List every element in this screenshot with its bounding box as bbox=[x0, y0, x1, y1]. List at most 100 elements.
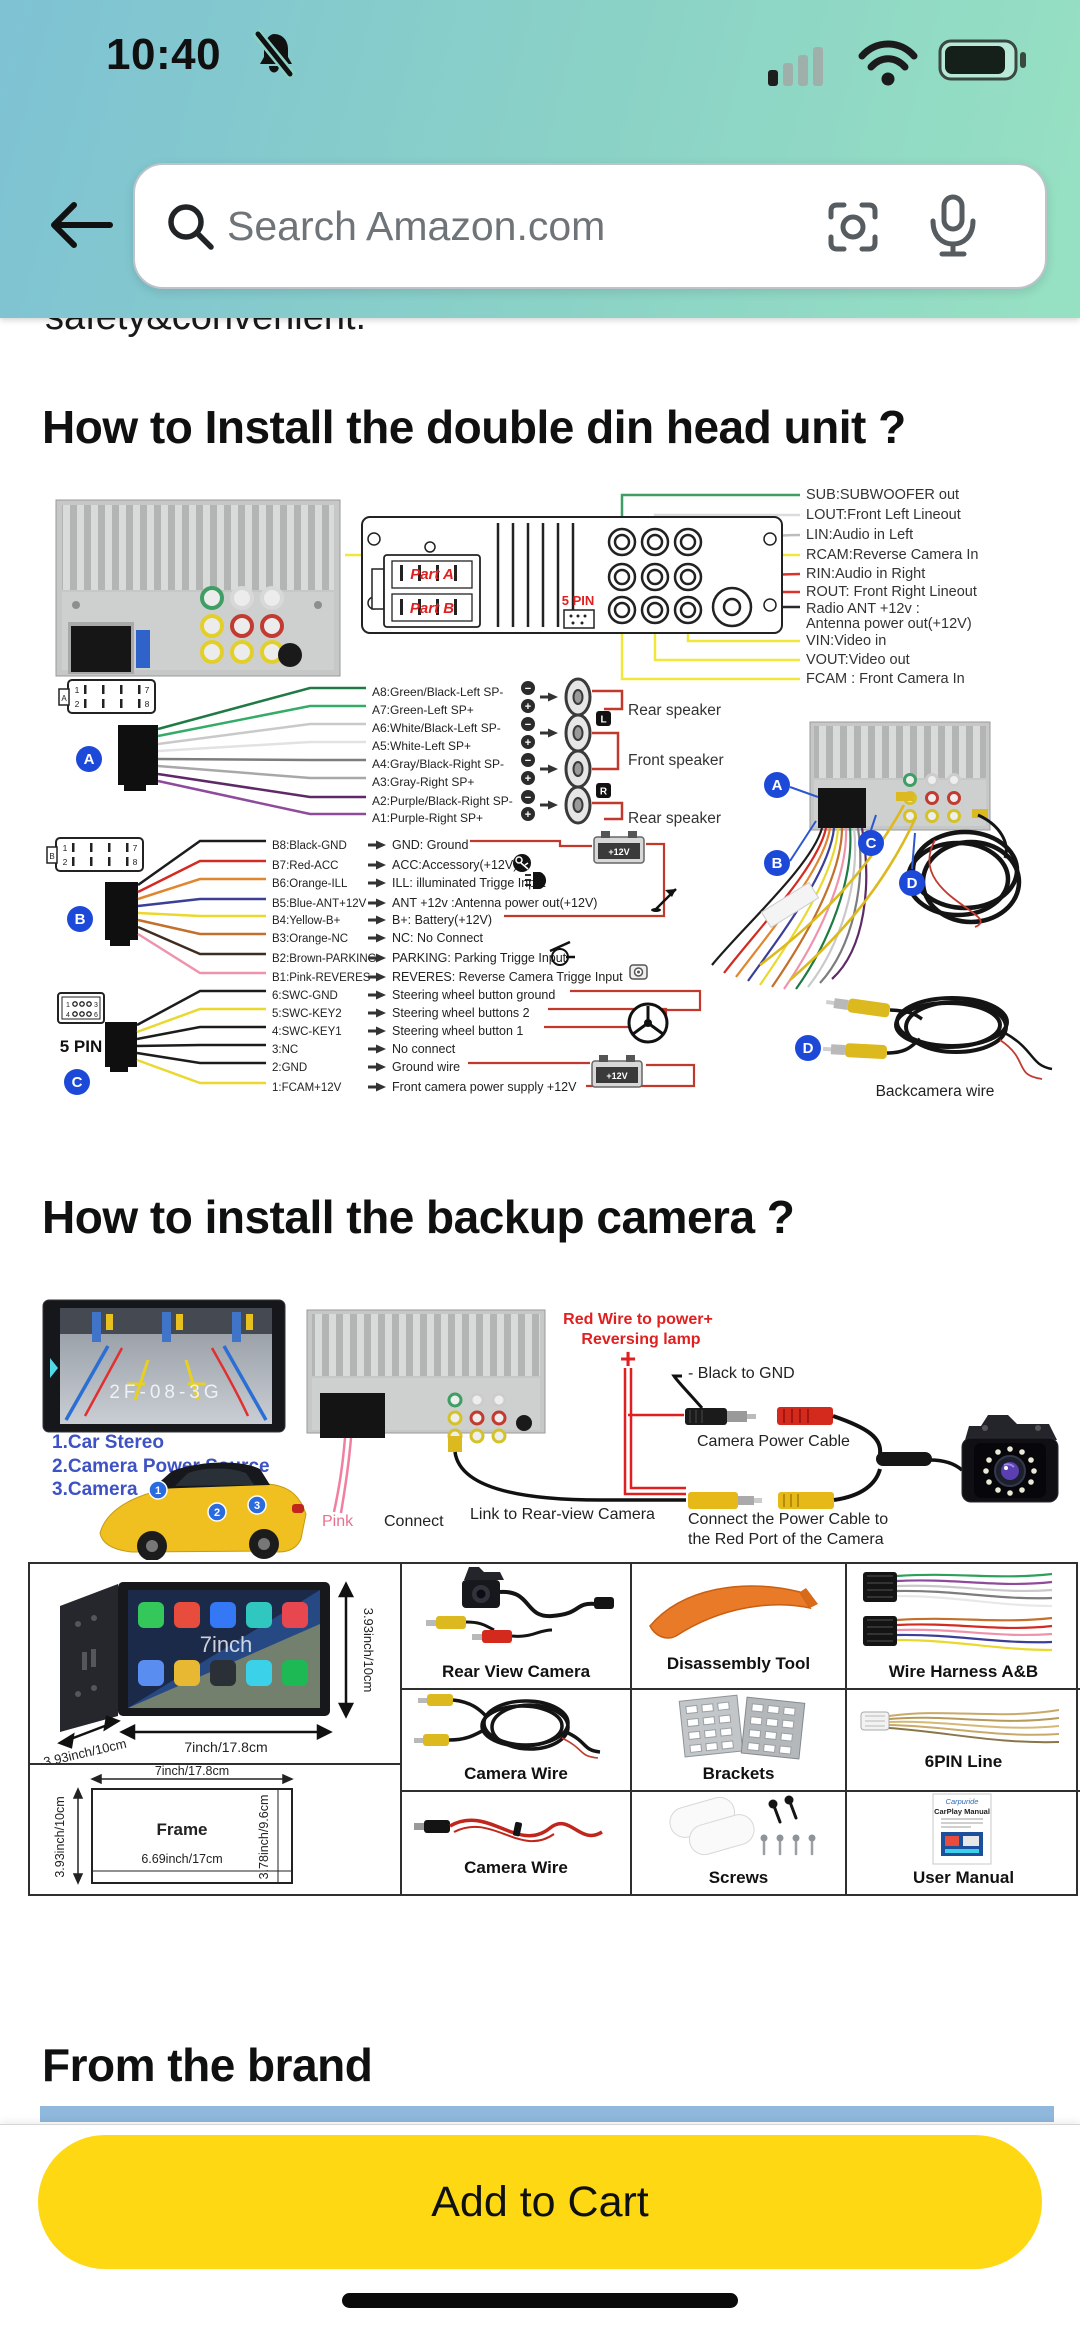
speaker-label-rear-1: Rear speaker bbox=[628, 702, 721, 719]
badge-a bbox=[76, 746, 102, 772]
item-label-user-manual: User Manual bbox=[912, 1868, 1015, 1887]
steering-wheel-icon bbox=[627, 1002, 669, 1044]
screen-size-watermark: 7inch bbox=[200, 1632, 253, 1657]
unit-width-label: 7inch/17.8cm bbox=[184, 1739, 267, 1755]
heading-install-backup-camera: How to install the backup camera ? bbox=[42, 1191, 795, 1243]
backup-wires bbox=[332, 1368, 704, 1514]
connector-b-letter: B bbox=[49, 852, 54, 861]
notifications-muted-icon bbox=[252, 28, 296, 80]
b-wires bbox=[137, 839, 266, 975]
badge-a-letter: A bbox=[84, 751, 95, 768]
svg-text:1: 1 bbox=[155, 1485, 161, 1497]
pin-a-8: 8 bbox=[145, 699, 150, 709]
output-label-4: RIN:Audio in Right bbox=[806, 566, 925, 582]
svg-text:1: 1 bbox=[66, 1002, 70, 1009]
a-wire-label-0: A8:Green/Black-Left SP- bbox=[372, 685, 503, 699]
home-indicator[interactable] bbox=[342, 2293, 738, 2308]
ignition-key-icon bbox=[513, 854, 531, 872]
svg-text:3: 3 bbox=[254, 1500, 260, 1512]
back-arrow-icon[interactable] bbox=[44, 196, 120, 254]
user-manual-image: Carpuride CarPlay Manual bbox=[932, 1793, 992, 1865]
c-wire-desc-1: Steering wheel buttons 2 bbox=[392, 1006, 530, 1020]
legend-car-stereo: 1.Car Stereo bbox=[52, 1432, 164, 1453]
svg-text:−: − bbox=[525, 683, 531, 695]
pin-a-2: 2 bbox=[75, 699, 80, 709]
svg-text:+: + bbox=[525, 737, 531, 749]
frame-left-label: 3.93inch/10cm bbox=[53, 1796, 67, 1877]
b-wire-name-3: B5:Blue-ANT+12V bbox=[272, 898, 367, 910]
reverse-camera-icon bbox=[629, 964, 648, 980]
b-wire-name-0: B8:Black-GND bbox=[272, 840, 347, 852]
output-label-2: LIN:Audio in Left bbox=[806, 527, 913, 543]
c-wire-name-0: 6:SWC-GND bbox=[272, 990, 338, 1002]
a-wire-label-4: A4:Gray/Black-Right SP- bbox=[372, 757, 504, 771]
item-label-wire-harness: Wire Harness A&B bbox=[888, 1662, 1039, 1681]
status-time: 10:40 bbox=[106, 30, 222, 79]
screen-overlay-text: 2F-08-3G bbox=[109, 1382, 222, 1403]
b-wire-desc-0: GND: Ground bbox=[392, 838, 468, 852]
output-label-5: ROUT: Front Right Lineout bbox=[806, 584, 977, 600]
wire-harness-image bbox=[863, 1572, 1053, 1652]
manual-brand: Carpuride bbox=[946, 1797, 979, 1806]
svg-text:1: 1 bbox=[63, 843, 68, 853]
legend-camera: 3.Camera bbox=[52, 1479, 138, 1500]
red-wire-label-1: Red Wire to power+ bbox=[563, 1311, 713, 1328]
camera-search-icon[interactable] bbox=[823, 197, 883, 257]
panel-5pin-label: 5 PIN bbox=[562, 593, 595, 608]
camera-wire-2-image bbox=[414, 1818, 603, 1842]
b-wire-desc-7: REVERES: Reverse Camera Trigge Input bbox=[392, 970, 623, 984]
svg-text:+12V: +12V bbox=[606, 1071, 627, 1081]
link-rear-view-label: Link to Rear-view Camera bbox=[470, 1506, 655, 1523]
power-note-line1: Connect the Power Cable to bbox=[688, 1511, 888, 1528]
whats-in-box-grid: 7inch 3.93inch/10cm 7inch/17.8cm 3.93inc… bbox=[28, 1562, 1080, 1896]
plus-symbol: + bbox=[620, 1343, 636, 1374]
photo-badge-b: B bbox=[772, 855, 783, 872]
connector-c-section: 1 3 4 6 5 PIN C 6:SWC-GND 5:SWC-KEY2 4:S… bbox=[57, 988, 702, 1095]
output-label-9: FCAM : Front Camera In bbox=[806, 671, 965, 687]
c-wire-name-1: 5:SWC-KEY2 bbox=[272, 1008, 342, 1020]
b-wire-name-1: B7:Red-ACC bbox=[272, 860, 338, 872]
c-wire-desc-5: Front camera power supply +12V bbox=[392, 1080, 577, 1094]
svg-text:2: 2 bbox=[63, 857, 68, 867]
svg-text:8: 8 bbox=[133, 857, 138, 867]
channel-l-badge: L bbox=[600, 715, 606, 726]
a-polarity-symbols: − + − + − + − + bbox=[521, 681, 535, 821]
search-input[interactable] bbox=[225, 183, 789, 269]
panel-part-b-label: Part B bbox=[410, 600, 454, 617]
svg-text:6: 6 bbox=[94, 1012, 98, 1019]
battery-icon bbox=[938, 39, 1026, 81]
frame-bottom-label: 6.69inch/17cm bbox=[141, 1852, 222, 1866]
bottom-action-bar: Add to Cart bbox=[0, 2124, 1080, 2338]
a-wire-label-5: A3:Gray-Right SP+ bbox=[372, 775, 474, 789]
svg-text:+: + bbox=[525, 809, 531, 821]
brand-image-top-strip bbox=[40, 2106, 1054, 2122]
disassembly-tool-image bbox=[649, 1585, 818, 1639]
frame-top-label: 7inch/17.8cm bbox=[155, 1765, 229, 1778]
camera-wire-length: 6m bbox=[506, 1721, 521, 1733]
search-bar[interactable] bbox=[133, 163, 1047, 289]
backcamera-wire-label: Backcamera wire bbox=[876, 1083, 995, 1100]
svg-text:7: 7 bbox=[133, 843, 138, 853]
b-wire-name-6: B2:Brown-PARKING bbox=[272, 953, 377, 965]
a-wire-label-3: A5:White-Left SP+ bbox=[372, 739, 471, 753]
microphone-icon[interactable] bbox=[923, 193, 983, 259]
backcamera-wire-photo: D Backcamera wire bbox=[795, 996, 1053, 1100]
badge-c-letter: C bbox=[72, 1074, 83, 1091]
c-wire-name-2: 4:SWC-KEY1 bbox=[272, 1026, 342, 1038]
output-label-0: SUB:SUBWOOFER out bbox=[806, 487, 959, 503]
add-to-cart-button[interactable]: Add to Cart bbox=[38, 2135, 1042, 2269]
six-pin-line-image bbox=[860, 1709, 1060, 1744]
cell-screws: Screws bbox=[632, 1792, 847, 1894]
output-label-8: VOUT:Video out bbox=[806, 652, 910, 668]
car-illustration: 1 2 3 bbox=[99, 1462, 307, 1560]
badge-b-letter: B bbox=[75, 911, 86, 928]
backup-camera-device bbox=[961, 1415, 1059, 1503]
a-wire-label-6: A2:Purple/Black-Right SP- bbox=[372, 794, 513, 808]
cell-frame-dimensions: 7inch/17.8cm 3.93inch/10cm 3.78inch/9.6c… bbox=[30, 1764, 402, 1894]
battery-icon-2: +12V bbox=[591, 1054, 643, 1088]
c-wire-desc-2: Steering wheel button 1 bbox=[392, 1024, 523, 1038]
backcam-badge-d: D bbox=[803, 1040, 814, 1057]
svg-text:+12V: +12V bbox=[608, 847, 629, 857]
heading-install-head-unit: How to Install the double din head unit … bbox=[42, 401, 906, 453]
